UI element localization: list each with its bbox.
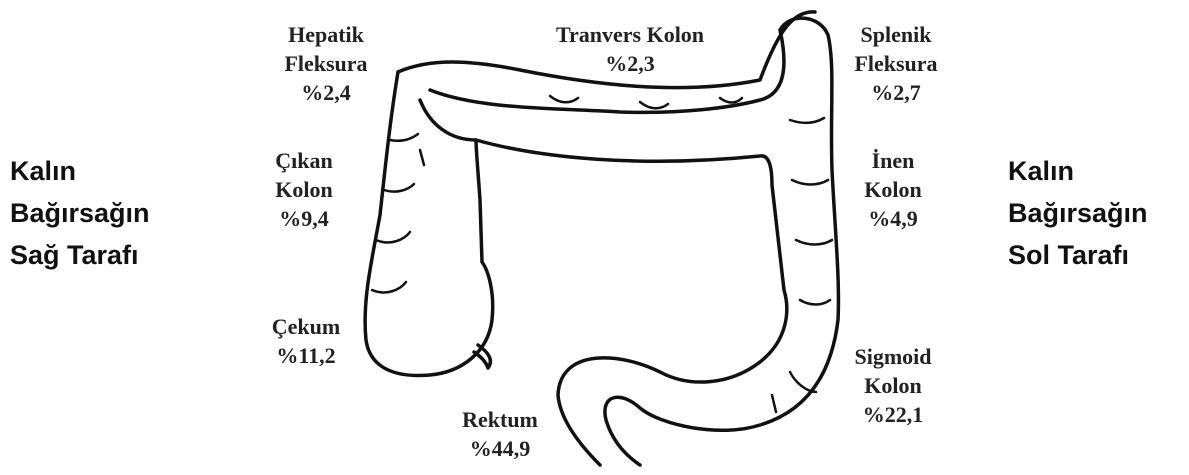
right-side-line1: Kalın	[1008, 150, 1148, 192]
colon-transverse-bottom	[420, 100, 476, 140]
left-side-of-colon-label: Kalın Bağırsağın Sol Tarafı	[1008, 150, 1148, 276]
splenic-flexure-percent: %2,7	[854, 78, 937, 107]
cecum-percent: %11,2	[272, 341, 340, 370]
hepatic-flexure-percent: %2,4	[284, 78, 367, 107]
rectum-name1: Rektum	[462, 405, 538, 434]
rectum-label: Rektum %44,9	[462, 405, 538, 463]
rectum-percent: %44,9	[462, 434, 538, 463]
descending-colon-label: İnen Kolon %4,9	[864, 146, 921, 233]
descending-colon-name1: İnen	[864, 146, 921, 175]
splenic-flexure-name1: Splenik	[854, 20, 937, 49]
descending-colon-name2: Kolon	[864, 175, 921, 204]
right-side-line2: Bağırsağın	[1008, 192, 1148, 234]
sigmoid-colon-percent: %22,1	[854, 400, 931, 429]
transverse-colon-label: Tranvers Kolon %2,3	[556, 20, 704, 78]
hepatic-flexure-name2: Fleksura	[284, 49, 367, 78]
right-side-line3: Sol Tarafı	[1008, 234, 1148, 276]
splenic-flexure-name2: Fleksura	[854, 49, 937, 78]
ascending-colon-name2: Kolon	[275, 175, 332, 204]
colon-outer-wall	[365, 72, 787, 465]
sigmoid-colon-label: Sigmoid Kolon %22,1	[854, 342, 931, 429]
descending-colon-percent: %4,9	[864, 204, 921, 233]
sigmoid-colon-name2: Kolon	[854, 371, 931, 400]
sigmoid-colon-name1: Sigmoid	[854, 342, 931, 371]
hepatic-flexure-name1: Hepatik	[284, 20, 367, 49]
ascending-colon-percent: %9,4	[275, 204, 332, 233]
transverse-colon-name1: Tranvers Kolon	[556, 20, 704, 49]
splenic-flexure-label: Splenik Fleksura %2,7	[854, 20, 937, 107]
ascending-colon-label: Çıkan Kolon %9,4	[275, 146, 332, 233]
transverse-colon-percent: %2,3	[556, 49, 704, 78]
hepatic-flexure-label: Hepatik Fleksura %2,4	[284, 20, 367, 107]
left-side-line2: Bağırsağın	[10, 192, 150, 234]
appendix	[474, 345, 490, 368]
right-side-of-colon-label: Kalın Bağırsağın Sağ Tarafı	[10, 150, 150, 276]
left-side-line3: Sağ Tarafı	[10, 234, 150, 276]
ascending-colon-name1: Çıkan	[275, 146, 332, 175]
cecum-name1: Çekum	[272, 312, 340, 341]
cecum-label: Çekum %11,2	[272, 312, 340, 370]
left-side-line1: Kalın	[10, 150, 150, 192]
